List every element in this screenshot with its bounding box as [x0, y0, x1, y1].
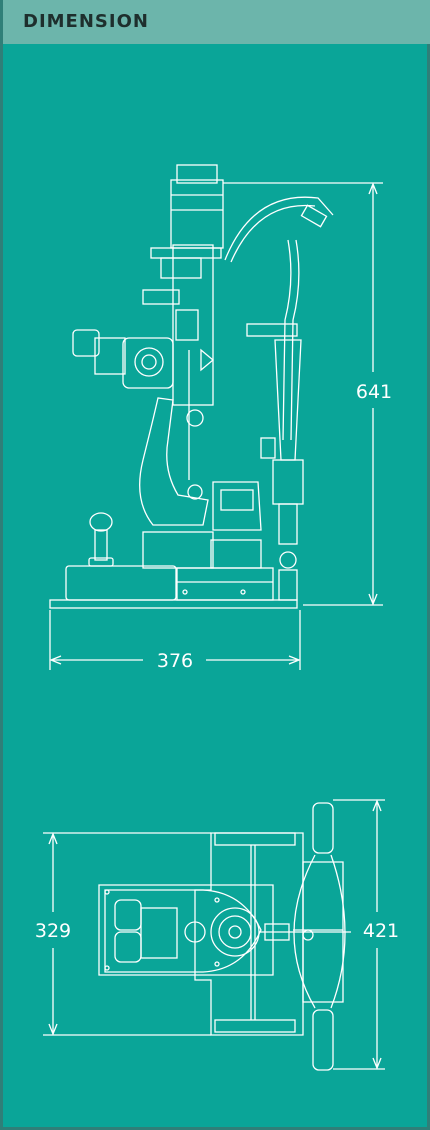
length-label: 421	[363, 920, 399, 942]
depth-dimension-line	[43, 832, 211, 1036]
depth-label: 329	[35, 920, 71, 942]
top-view-drawing	[98, 802, 351, 1071]
section-header: DIMENSION	[3, 0, 430, 44]
height-dimension-line	[223, 182, 383, 606]
width-dimension-line	[49, 610, 301, 670]
height-label: 641	[356, 381, 392, 403]
dimension-drawings: 641 376 329 421	[35, 164, 399, 1071]
side-view-drawing	[49, 164, 334, 609]
section-title: DIMENSION	[23, 11, 149, 32]
length-dimension-line	[333, 799, 385, 1070]
width-label: 376	[157, 650, 193, 672]
